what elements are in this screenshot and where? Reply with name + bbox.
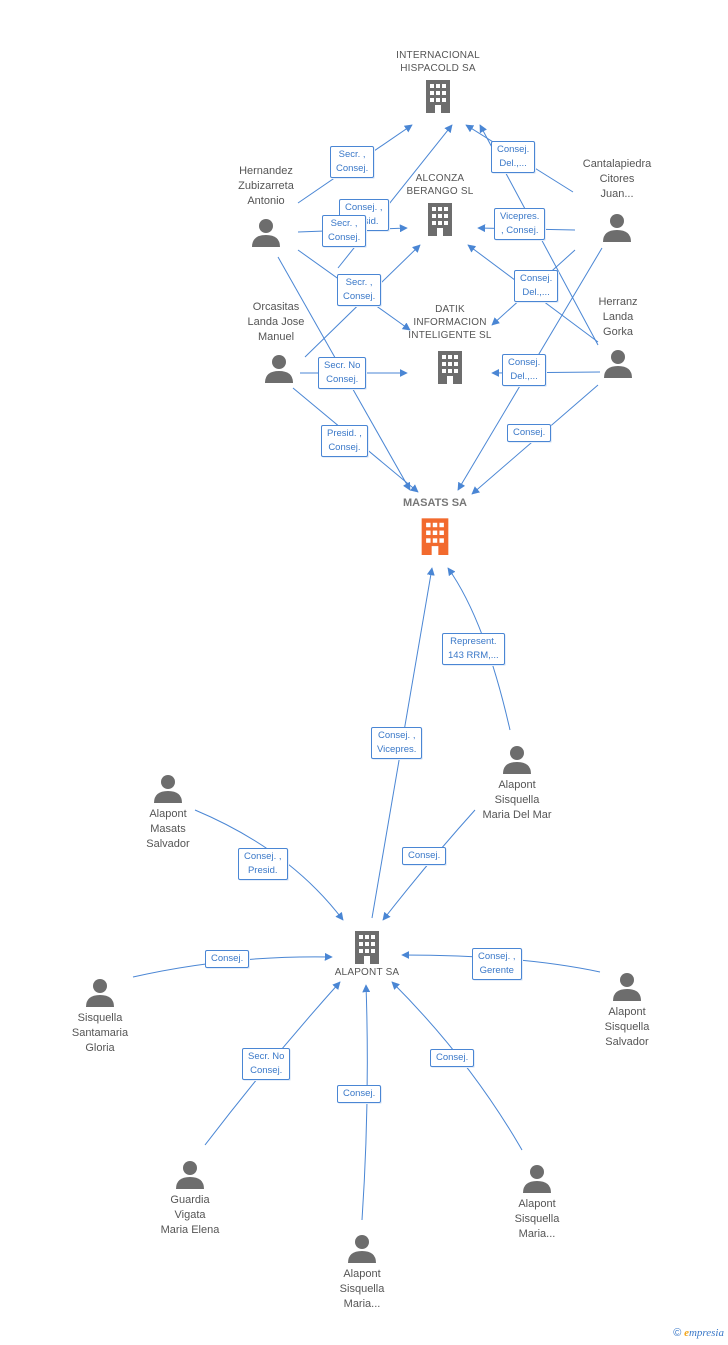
edge-label[interactable]: Secr. No Consej. (242, 1048, 291, 1080)
edge-label[interactable]: Consej. Del.,... (491, 141, 536, 173)
person-alapont-maria-del-mar[interactable]: Alapont Sisquella Maria Del Mar (467, 744, 567, 823)
company-alapont-sa[interactable]: ALAPONT SA (322, 928, 412, 979)
person-alapont-sisquella-maria-bottom[interactable]: Alapont Sisquella Maria... (312, 1233, 412, 1312)
person-icon (613, 973, 641, 1001)
person-guardia-vigata[interactable]: Guardia Vigata Maria Elena (140, 1159, 240, 1238)
person-label: Sisquella Santamaria Gloria (71, 1012, 129, 1054)
edge-label[interactable]: Consej. (205, 950, 250, 968)
person-icon (176, 1161, 204, 1189)
company-datik-informacion[interactable]: DATIK INFORMACION INTELIGENTE SL (390, 303, 510, 384)
person-alapont-sisquella-salvador[interactable]: Alapont Sisquella Salvador (577, 971, 677, 1050)
building-icon (438, 351, 462, 384)
person-label: Hernandez Zubizarreta Antonio (238, 165, 294, 207)
building-icon (428, 203, 452, 236)
person-icon (252, 219, 280, 247)
person-icon (154, 775, 182, 803)
person-label: Orcasitas Landa Jose Manuel (247, 301, 305, 343)
building-icon (355, 931, 379, 964)
edge-label[interactable]: Secr. , Consej. (337, 274, 382, 306)
edge-label[interactable]: Consej. (402, 847, 447, 865)
person-alapont-sisquella-maria-right[interactable]: Alapont Sisquella Maria... (487, 1163, 587, 1242)
edge-label[interactable]: Vicepres. , Consej. (494, 208, 546, 240)
person-label: Alapont Sisquella Maria... (514, 1198, 560, 1240)
person-label: Cantalapiedra Citores Juan... (582, 158, 652, 200)
person-hernandez[interactable]: Hernandez Zubizarreta Antonio (216, 164, 316, 247)
person-herranz[interactable]: Herranz Landa Gorka (583, 295, 653, 378)
edge-label[interactable]: Consej. , Presid. (238, 848, 288, 880)
company-label: INTERNACIONAL HISPACOLD SA (396, 50, 480, 74)
empresia-logo-text: mpresia (688, 1327, 724, 1339)
edge-label[interactable]: Secr. , Consej. (322, 215, 367, 247)
company-masats-main[interactable]: MASATS SA (385, 496, 485, 555)
person-alapont-masats-salvador[interactable]: Alapont Masats Salvador (118, 773, 218, 852)
edge-label[interactable]: Secr. No Consej. (318, 357, 367, 389)
empresia-logo-e: e (684, 1327, 689, 1339)
company-label: DATIK INFORMACION INTELIGENTE SL (408, 304, 492, 341)
copyright-icon: © (673, 1327, 682, 1339)
edge-label[interactable]: Secr. , Consej. (330, 146, 375, 178)
edge-label[interactable]: Consej. Del.,... (514, 270, 559, 302)
company-label: ALAPONT SA (334, 967, 400, 978)
person-icon (265, 355, 293, 383)
person-label: Alapont Sisquella Maria... (339, 1268, 385, 1310)
edge-label[interactable]: Consej. , Gerente (472, 948, 522, 980)
edge-label[interactable]: Consej. (430, 1049, 475, 1067)
edge-label[interactable]: Consej. (507, 424, 552, 442)
person-label: Alapont Sisquella Maria Del Mar (482, 779, 552, 821)
person-icon (86, 979, 114, 1007)
person-orcasitas[interactable]: Orcasitas Landa Jose Manuel (226, 300, 326, 383)
person-sisquella-gloria[interactable]: Sisquella Santamaria Gloria (50, 977, 150, 1056)
person-label: Guardia Vigata Maria Elena (160, 1194, 220, 1236)
building-icon (421, 518, 449, 555)
person-icon (523, 1165, 551, 1193)
person-cantalapiedra[interactable]: Cantalapiedra Citores Juan... (562, 157, 672, 242)
person-label: Herranz Landa Gorka (598, 296, 638, 338)
company-label: ALCONZA BERANGO SL (406, 173, 474, 197)
edge-label[interactable]: Presid. , Consej. (321, 425, 368, 457)
person-label: Alapont Sisquella Salvador (604, 1006, 650, 1048)
company-alconza-berango[interactable]: ALCONZA BERANGO SL (385, 172, 495, 236)
person-icon (348, 1235, 376, 1263)
person-icon (503, 746, 531, 774)
person-icon (603, 214, 631, 242)
person-label: Alapont Masats Salvador (146, 808, 190, 850)
company-label: MASATS SA (403, 497, 467, 509)
edge-label[interactable]: Represent. 143 RRM,... (442, 633, 505, 665)
empresia-watermark: © empresia (673, 1327, 724, 1339)
person-icon (604, 350, 632, 378)
edge-label[interactable]: Consej. , Vicepres. (371, 727, 423, 759)
edge-label[interactable]: Consej. Del.,... (502, 354, 547, 386)
edge-label[interactable]: Consej. (337, 1085, 382, 1103)
company-internacional-hispacold[interactable]: INTERNACIONAL HISPACOLD SA (378, 49, 498, 113)
building-icon (426, 80, 450, 113)
